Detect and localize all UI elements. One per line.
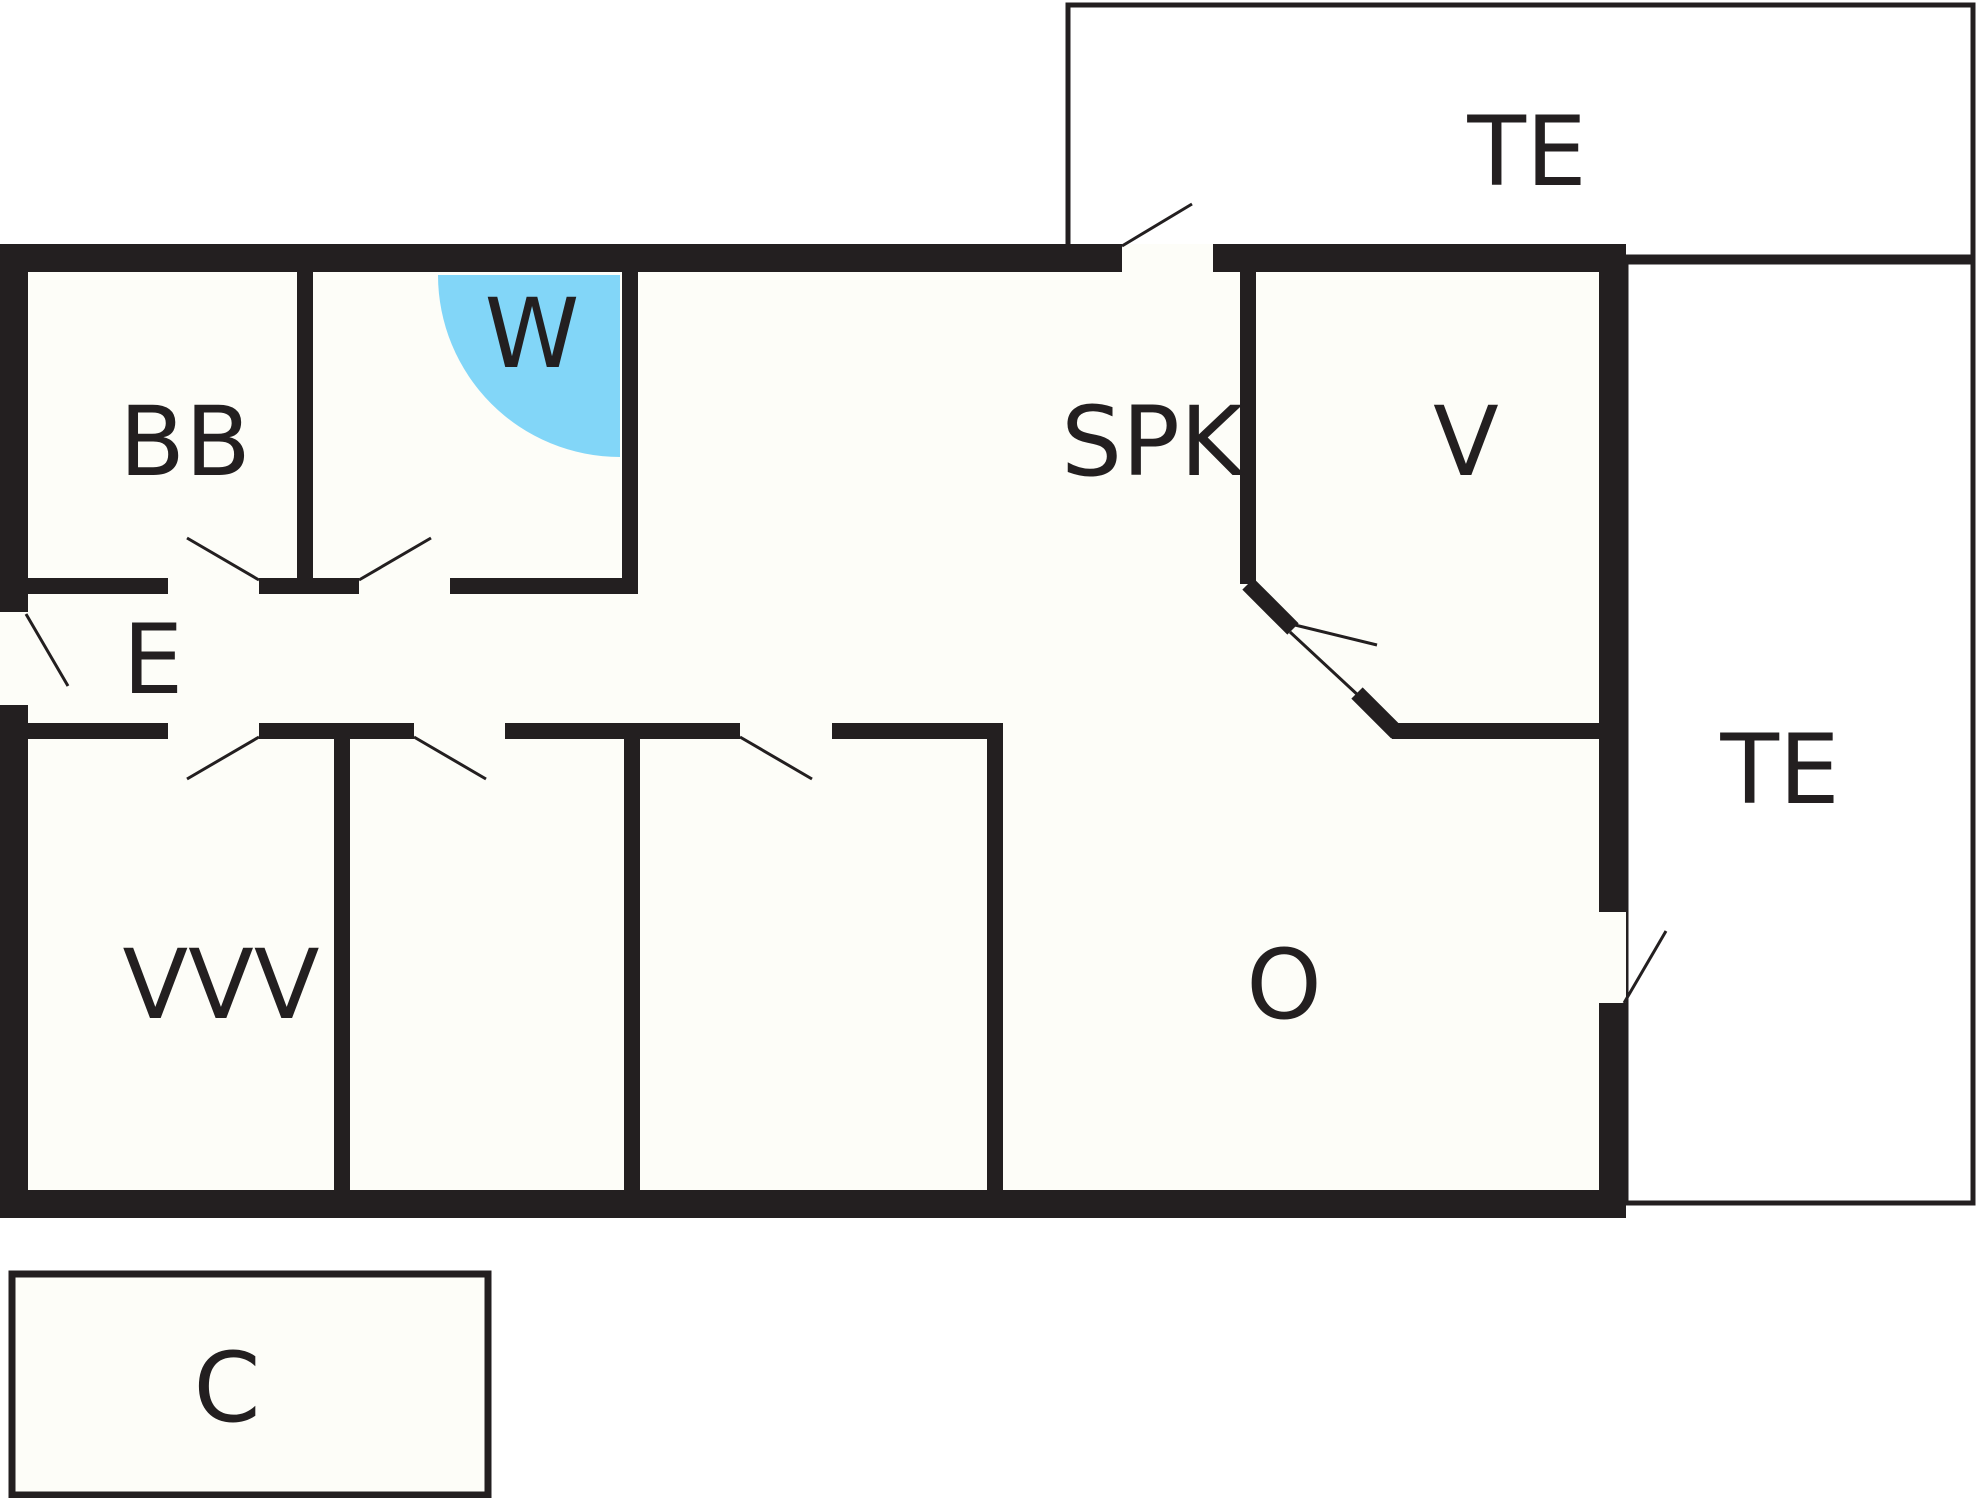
doors <box>24 202 1668 1004</box>
interior-walls <box>28 272 1599 1190</box>
room-label-utility: V <box>1433 386 1499 498</box>
room-label-terrace-right: TE <box>1719 714 1839 826</box>
exterior-walls <box>0 244 1626 1218</box>
room-label-bedroom: VVV <box>122 929 319 1041</box>
room-label-kitchen: SPK <box>1061 386 1245 498</box>
room-label-terrace-top: TE <box>1466 96 1586 208</box>
room-label-storage: C <box>193 1332 260 1444</box>
room-label-living: O <box>1246 929 1322 1041</box>
shower-area <box>438 275 620 457</box>
room-label-hall: E <box>123 604 184 716</box>
room-label-toilet: W <box>485 278 580 390</box>
room-label-bathroom: BB <box>119 386 251 498</box>
storage-outline <box>8 1270 492 1498</box>
